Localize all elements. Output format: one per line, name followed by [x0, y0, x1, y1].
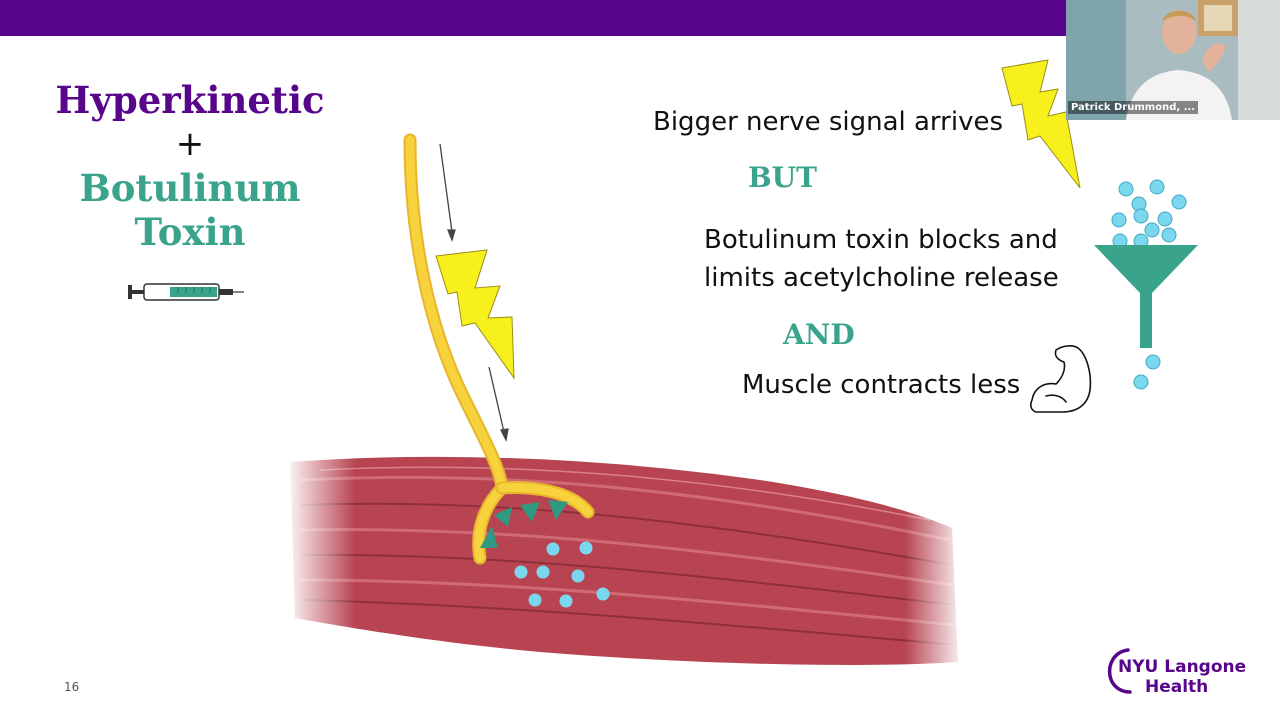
syringe-icon [128, 283, 244, 301]
participant-video[interactable] [1066, 0, 1280, 120]
lightning-bolt-icon [435, 249, 515, 380]
acetylcholine-receptors [480, 500, 568, 548]
title-plus: + [175, 124, 205, 164]
camera-feed [1066, 0, 1280, 120]
title-toxin: Toxin [134, 210, 246, 254]
slide-number: 16 [64, 680, 80, 694]
flexed-arm-icon [1030, 345, 1092, 413]
acetylcholine-droplets [514, 541, 610, 608]
text-nerve-signal: Bigger nerve signal arrives [653, 107, 1004, 137]
muscle-illustration [285, 445, 965, 675]
title-hyperkinetic: Hyperkinetic [55, 78, 325, 122]
lightning-bolt-icon [1001, 59, 1081, 189]
logo-health: Health [1145, 677, 1209, 697]
funnel-icon [1094, 179, 1198, 390]
participant-name: Patrick Drummond, ... [1068, 101, 1199, 114]
nerve-fiber [403, 133, 595, 565]
text-muscle-contracts: Muscle contracts less [742, 370, 1021, 400]
text-toxin-line1: Botulinum toxin blocks and [704, 225, 1058, 255]
signal-arrow [439, 143, 509, 443]
nyu-torch-logo-icon [1107, 648, 1132, 694]
text-toxin-line2: limits acetylcholine release [704, 263, 1059, 293]
title-botulinum: Botulinum [79, 166, 301, 210]
logo-nyu-langone: NYU Langone [1118, 657, 1247, 677]
title-botulinum-toxin: Botulinum Toxin [40, 166, 340, 254]
keyword-and: AND [783, 318, 855, 351]
keyword-but: BUT [748, 161, 817, 194]
